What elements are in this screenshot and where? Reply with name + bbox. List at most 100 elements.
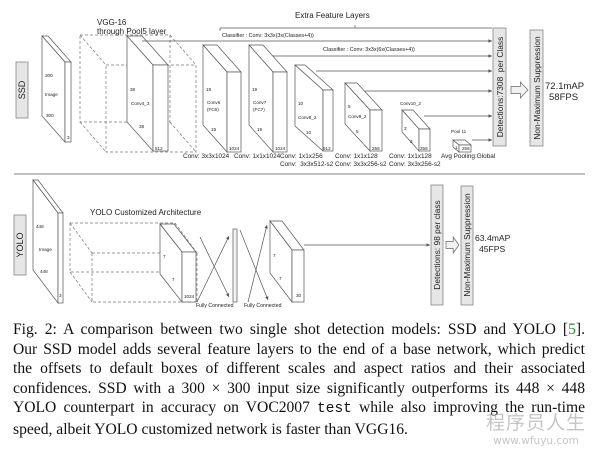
- yolo-fps: 45FPS: [479, 244, 506, 254]
- vgg-title-2: through Pool5 layer: [97, 27, 167, 36]
- yolo-hollow-arrow: [445, 235, 460, 255]
- watermark-text: 程序员人生: [485, 412, 586, 434]
- yolo-nms-label: Non-Maximum Suppression: [462, 193, 472, 297]
- ssd-nms-box: [529, 29, 544, 147]
- caption-text: ].: [575, 321, 585, 338]
- pool11-layer-front: [458, 144, 472, 153]
- ssd-input-image-front: [64, 61, 72, 143]
- layer-name: Conv9_2: [348, 114, 367, 119]
- op-label: Conv: 1x1x1024: [234, 153, 281, 160]
- caption-text: Fig. 2: A comparison between two single …: [13, 321, 569, 338]
- yolo-detections-box: [430, 184, 444, 306]
- layer-name: Conv8_2: [298, 115, 317, 120]
- op-label: Conv: 1x1x128: [389, 153, 432, 160]
- caption-text: YOLO counterpart in accuracy on VOC2007: [13, 399, 318, 417]
- channel-label: 3: [59, 293, 62, 298]
- yolo-output-tensor-front: [291, 249, 305, 303]
- vgg16-dashed-block-edge: [169, 34, 197, 66]
- extra-layers-title: Extra Feature Layers: [295, 11, 370, 20]
- caption-line: confidences. SSD with a 300 × 300 input …: [13, 379, 585, 397]
- vgg16-dashed-block-edge: [79, 34, 107, 66]
- caption-line: speed, albeit YOLO customized network is…: [13, 420, 408, 438]
- dim-label: 38: [130, 87, 136, 92]
- layer-name: Image: [39, 247, 52, 252]
- dim-label: 10: [298, 101, 304, 106]
- vgg-title: VGG-16: [97, 18, 127, 27]
- classifier-label-2: Classifier : Conv: 3x3x(6x(Classes+4)): [323, 47, 415, 53]
- dim-label: 19: [257, 127, 263, 132]
- caption-line: Fig. 2: A comparison between two single …: [13, 320, 585, 340]
- ssd-label-box: [15, 61, 29, 119]
- caption-line: the offsets to default boxes of differen…: [13, 360, 585, 378]
- fc-arrow: [247, 224, 268, 303]
- channel-label: 256: [420, 146, 428, 151]
- yolo-map: 63.4mAP: [475, 233, 511, 243]
- dim-label: 19: [206, 87, 212, 92]
- watermark: 程序员人生 www.wfuyu.com: [486, 408, 586, 447]
- yolo-label: YOLO: [15, 232, 25, 257]
- yolo-dashed-block-back: [69, 222, 176, 273]
- watermark-url: www.wfuyu.com: [493, 435, 579, 447]
- channel-label: 3: [67, 135, 70, 140]
- conv6-layer-front: [226, 71, 242, 153]
- dim-label: 10: [306, 130, 312, 135]
- layer-name: Conv4_3: [131, 101, 150, 106]
- fc-label-1: Fully Connected: [196, 303, 234, 309]
- fc-arrow: [239, 229, 269, 301]
- ssd-detections-label: Detections:7308 per Class: [495, 37, 505, 138]
- fc-layer: [232, 228, 238, 303]
- ssd-map: 72.1mAP: [545, 81, 584, 92]
- conv7-layer-front: [272, 71, 288, 153]
- dim-label: 7: [163, 254, 166, 259]
- op-label: Avg Pooling:Global: [441, 153, 495, 160]
- conv4-3-layer-front: [152, 64, 169, 152]
- vgg16-dashed-block-edge: [169, 121, 197, 153]
- dim-label: 7: [273, 253, 276, 258]
- fc-label-2: Fully Connected: [244, 303, 282, 309]
- conv10-2-layer-front: [418, 128, 431, 152]
- ssd-nms-label: Non-Maximum Suppression: [532, 36, 542, 140]
- ssd-hollow-arrow: [510, 81, 529, 99]
- caption-line: Our SSD model adds several feature layer…: [13, 340, 585, 358]
- op-label: Conv: 3x3x512-s2: [280, 161, 334, 168]
- channel-label: 1024: [184, 294, 195, 299]
- figure-caption: Fig. 2: A comparison between two single …: [13, 320, 585, 440]
- dim-label: 300: [46, 113, 54, 118]
- dim-label: 19: [211, 127, 217, 132]
- conv9-2-layer-front: [369, 109, 383, 152]
- op-label: Conv: 1x1x256: [280, 153, 323, 160]
- yolo-arch-title: YOLO Customized Architecture: [90, 208, 202, 217]
- architecture-diagram: SSD VGG-16 through Pool5 layer Extra Fea…: [13, 11, 585, 309]
- layer-name: Conv10_2: [400, 101, 421, 106]
- caption-line: YOLO counterpart in accuracy on VOC2007 …: [13, 398, 585, 420]
- channel-label: 30: [296, 293, 302, 298]
- dim-label: 7: [172, 277, 175, 282]
- dim-label: 5: [348, 104, 351, 109]
- yolo-input-image-side: [32, 178, 59, 305]
- yolo-dashed-block-edge: [69, 271, 93, 303]
- layer-name: (FC6): [207, 107, 219, 112]
- ssd-label: SSD: [17, 80, 27, 99]
- yolo-dashed-block-edge: [174, 222, 198, 254]
- dim-label: 300: [45, 73, 53, 78]
- layer-name: (FC7): [253, 107, 265, 112]
- citation-link[interactable]: 5: [568, 321, 576, 338]
- dim-label: 3: [404, 126, 407, 131]
- layer-name: Conv7: [253, 100, 267, 105]
- fc-arrow: [199, 236, 230, 298]
- channel-label: 256: [372, 146, 380, 151]
- dim-label: 19: [252, 87, 258, 92]
- dim-label: 7: [279, 276, 282, 281]
- channel-label: 512: [323, 146, 331, 151]
- channel-label: 256: [462, 146, 470, 151]
- classifier-label-1: Classifier : Conv: 3x3x(3x(Classes+4)): [222, 33, 314, 39]
- caption-code: test: [317, 401, 352, 418]
- layer-name: Conv6: [207, 100, 221, 105]
- dim-label: 448: [40, 269, 48, 274]
- yolo-dashed-block-edge: [69, 222, 93, 254]
- ssd-detections-box: [492, 27, 507, 147]
- op-label: Conv: 1x1x128: [335, 153, 378, 160]
- yolo-detections-label: Detections: 98 per class: [432, 200, 442, 289]
- dim-label: 38: [139, 124, 145, 129]
- op-label: Conv: 3x3x256-s2: [389, 161, 441, 168]
